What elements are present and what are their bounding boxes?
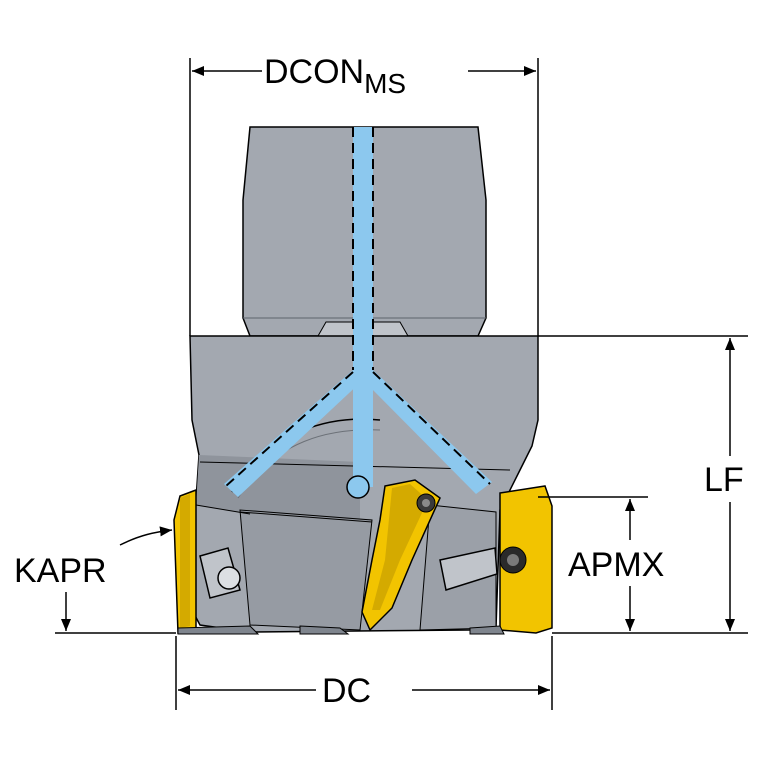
coolant-channels (224, 127, 492, 499)
body-face-front (239, 509, 373, 631)
cutter-tool (173, 126, 553, 635)
coolant-channel-left (224, 370, 363, 497)
kapr-leader (119, 526, 173, 546)
lf-label: LF (704, 461, 744, 499)
cutting-inserts (173, 479, 553, 634)
coolant-channel-right (363, 370, 492, 494)
dcon-subscript: MS (364, 68, 406, 99)
bottom-teeth (177, 625, 505, 635)
dc-label: DC (322, 672, 371, 710)
insert-left-edge (180, 494, 190, 628)
dimension-lines (55, 58, 748, 710)
dcon-label: DCON (264, 53, 364, 91)
apmx-label: APMX (568, 546, 664, 584)
clamp-wedge-right (439, 547, 498, 591)
body-groove-line-3 (239, 511, 373, 523)
coolant-channel-vertical (353, 127, 373, 487)
kapr-label: KAPR (14, 552, 107, 590)
svg-text:DCONMS: DCONMS (264, 53, 406, 99)
body-shade-left (196, 455, 360, 520)
clamp-screw-icon-left (217, 566, 241, 590)
coolant-outlet (346, 475, 370, 499)
insert-center-edge (372, 484, 428, 610)
